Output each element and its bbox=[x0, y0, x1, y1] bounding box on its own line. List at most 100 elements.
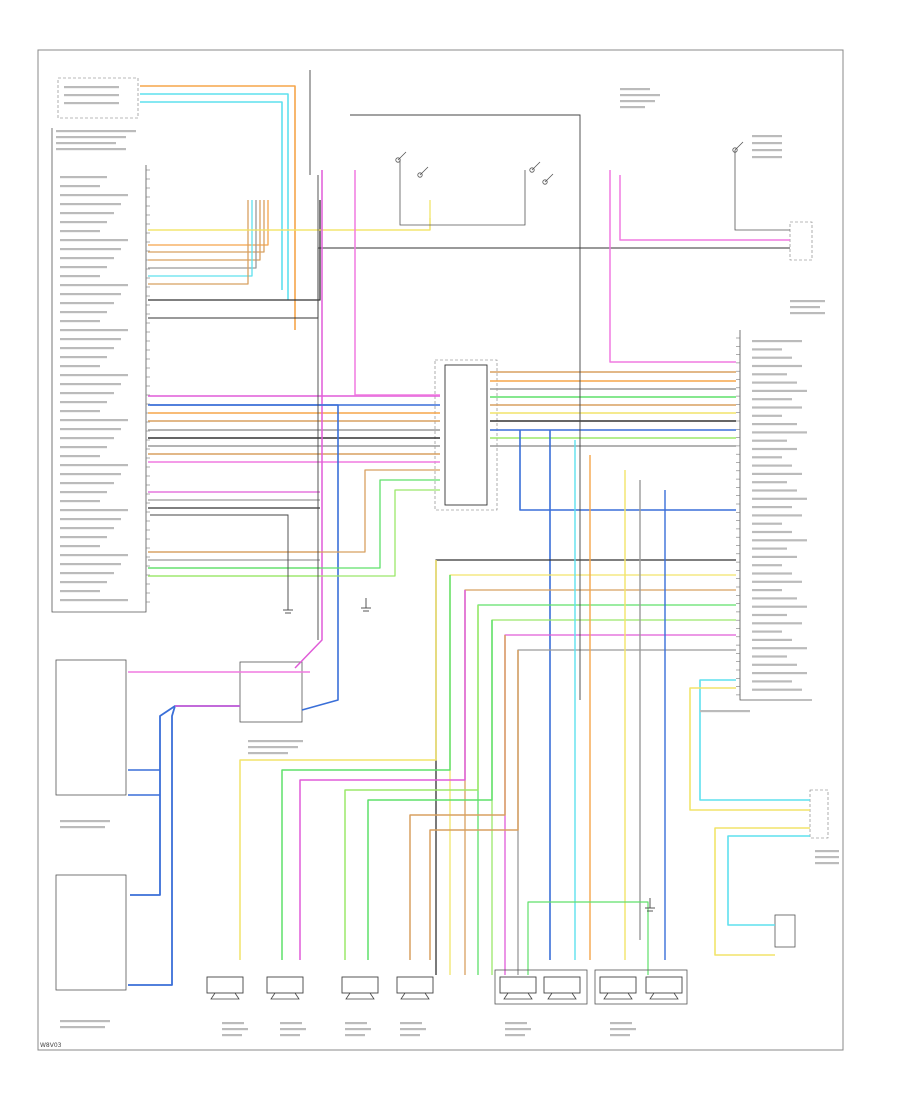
label-mark bbox=[60, 599, 128, 602]
switch-icon bbox=[397, 151, 407, 161]
label-mark bbox=[752, 381, 797, 384]
label-mark bbox=[752, 506, 792, 509]
label-mark bbox=[752, 373, 787, 376]
label-mark bbox=[280, 1028, 306, 1031]
switch-icon bbox=[544, 173, 554, 183]
label-mark bbox=[60, 401, 107, 404]
amplifier-pin-column bbox=[736, 337, 740, 696]
label-mark bbox=[60, 563, 121, 566]
label-mark bbox=[752, 630, 782, 633]
ground-wire bbox=[150, 514, 289, 600]
label-mark bbox=[752, 647, 807, 650]
label-mark bbox=[752, 156, 782, 159]
label-mark bbox=[700, 710, 750, 713]
label-mark bbox=[60, 212, 114, 215]
label-mark bbox=[60, 482, 114, 485]
label-mark bbox=[60, 437, 114, 440]
label-mark bbox=[60, 455, 100, 458]
label-mark bbox=[752, 564, 782, 567]
label-mark bbox=[400, 1034, 420, 1037]
splice-block bbox=[434, 359, 498, 511]
label-mark bbox=[752, 464, 792, 467]
label-mark bbox=[60, 257, 114, 260]
label-mark bbox=[620, 106, 645, 109]
wire bbox=[354, 170, 440, 396]
speaker-icon bbox=[547, 992, 577, 1000]
label-mark bbox=[60, 293, 121, 296]
wire bbox=[619, 175, 790, 241]
label-mark bbox=[64, 86, 119, 89]
speaker-icon bbox=[266, 976, 304, 994]
label-mark bbox=[280, 1022, 302, 1025]
dropout-relay bbox=[239, 661, 303, 723]
wire bbox=[148, 200, 257, 269]
wire bbox=[409, 635, 506, 960]
switch-circuit bbox=[734, 150, 790, 231]
label-mark bbox=[248, 746, 298, 749]
label-mark bbox=[60, 820, 110, 823]
wire bbox=[130, 705, 240, 896]
label-mark bbox=[752, 135, 782, 138]
label-mark bbox=[752, 456, 782, 459]
speaker-icon bbox=[270, 992, 300, 1000]
label-mark bbox=[752, 572, 792, 575]
label-mark bbox=[60, 248, 121, 251]
label-mark bbox=[60, 410, 100, 413]
wire bbox=[148, 200, 321, 301]
wire bbox=[727, 835, 810, 926]
wire bbox=[519, 430, 736, 511]
radio-module bbox=[51, 128, 150, 613]
wire bbox=[148, 200, 253, 277]
wire bbox=[527, 901, 649, 975]
label-mark bbox=[752, 389, 807, 392]
label-mark bbox=[60, 185, 100, 188]
label-mark bbox=[752, 514, 802, 517]
center-rear-connector bbox=[774, 789, 829, 948]
label-mark bbox=[752, 439, 787, 442]
label-mark bbox=[610, 1034, 630, 1037]
label-mark bbox=[815, 862, 839, 865]
wire bbox=[148, 200, 431, 231]
label-mark bbox=[505, 1028, 531, 1031]
label-mark bbox=[752, 414, 782, 417]
label-mark bbox=[815, 850, 839, 853]
speaker-icon bbox=[206, 976, 244, 994]
label-mark bbox=[60, 1020, 110, 1023]
speaker-icon bbox=[341, 976, 379, 994]
label-mark bbox=[60, 518, 121, 521]
grounds bbox=[150, 514, 655, 912]
label-mark bbox=[400, 1028, 426, 1031]
label-mark bbox=[60, 320, 100, 323]
label-mark bbox=[345, 1022, 367, 1025]
switch-icon bbox=[417, 172, 423, 178]
label-mark bbox=[752, 340, 802, 343]
wire bbox=[504, 634, 736, 975]
label-mark bbox=[752, 431, 807, 434]
label-mark bbox=[60, 347, 114, 350]
label-mark bbox=[60, 536, 107, 539]
wire bbox=[435, 559, 736, 975]
label-mark bbox=[280, 1034, 300, 1037]
label-mark bbox=[64, 102, 119, 105]
label-mark bbox=[610, 1028, 636, 1031]
label-mark bbox=[60, 464, 128, 467]
wire bbox=[150, 404, 339, 711]
label-mark bbox=[752, 142, 782, 145]
label-mark bbox=[752, 663, 797, 666]
label-mark bbox=[60, 221, 107, 224]
left-switch-assembly bbox=[55, 874, 127, 991]
label-mark bbox=[60, 365, 100, 368]
label-mark bbox=[60, 356, 107, 359]
diagram-frame bbox=[37, 49, 844, 1051]
label-mark bbox=[752, 613, 787, 617]
wire bbox=[148, 247, 790, 319]
wire bbox=[429, 650, 519, 960]
label-mark bbox=[752, 348, 782, 351]
label-mark bbox=[60, 500, 100, 503]
label-mark bbox=[752, 489, 797, 492]
right-switch-assembly bbox=[55, 659, 127, 796]
label-mark bbox=[60, 176, 107, 179]
label-mark bbox=[60, 446, 107, 449]
label-mark bbox=[60, 428, 121, 431]
